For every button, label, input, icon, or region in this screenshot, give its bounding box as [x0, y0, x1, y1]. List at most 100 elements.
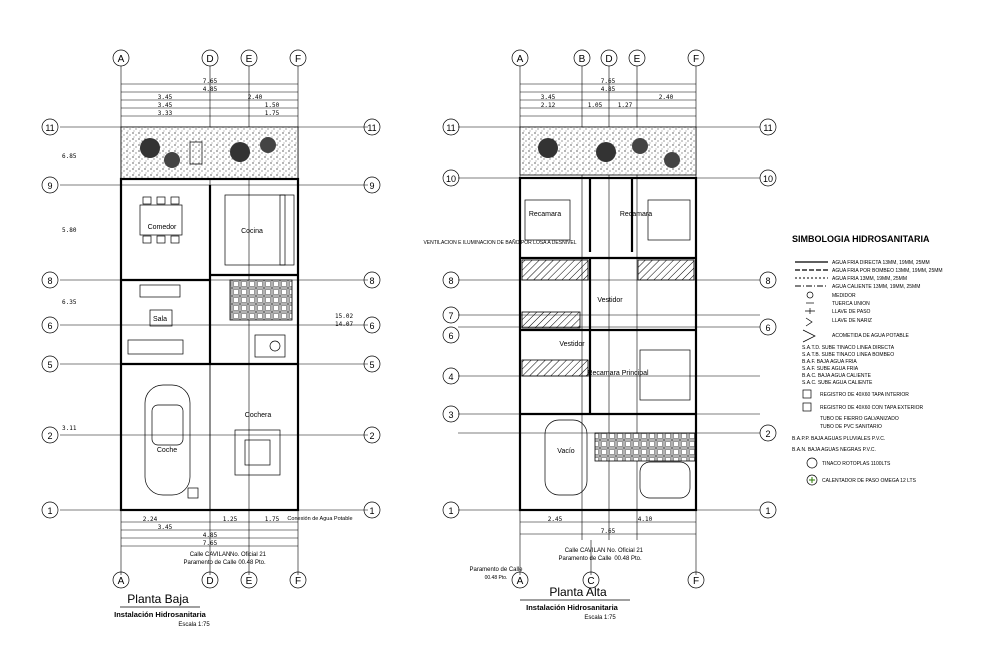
axis-bubble-b-top-r: B — [573, 49, 591, 67]
axis-bubble-3-l-r: 3 — [442, 405, 460, 423]
garage-fixture — [234, 429, 281, 476]
r-dim-bottom-2: 4.10 — [638, 516, 653, 523]
axis-bubble-10-l-r: 10 — [442, 169, 460, 187]
dim-top-total: 7.65 — [203, 78, 218, 85]
faucet-icon — [805, 317, 813, 327]
street-number: No. Oficial 21 — [230, 552, 267, 558]
room-label-cocina: Cocina — [241, 228, 263, 235]
bathroom-fixtures — [254, 334, 286, 358]
tinaco-icon — [806, 457, 818, 469]
shrub-3 — [230, 142, 250, 162]
legend-item: CALENTADOR DE PASO OMEGA 12 LTS — [822, 478, 917, 484]
axis-bubble-e-bottom: E — [240, 571, 258, 589]
r-sidewalk-level: 00.48 Pto. — [614, 556, 642, 562]
master-bed — [639, 349, 691, 401]
legend-item: TUERCA UNION — [832, 301, 870, 307]
axis-bubble-d-bottom: D — [201, 571, 219, 589]
svg-text:2: 2 — [369, 431, 374, 441]
registro-interior-icon — [802, 389, 812, 399]
svg-text:A: A — [517, 576, 524, 587]
legend-item: B.A.N. BAJA AGUAS NEGRAS P.V.C. — [792, 447, 876, 453]
hydro-legend: SIMBOLOGIA HIDROSANITARIA AGUA FRIA DIRE… — [792, 234, 943, 486]
room-label-comedor: Comedor — [148, 224, 177, 231]
kitchen-tile-area — [229, 279, 293, 321]
toilet-icon — [269, 340, 281, 352]
dim-top-3: 3.45 — [158, 94, 173, 101]
dim-top-7: 1.50 — [265, 102, 280, 109]
shrub-r2 — [596, 142, 616, 162]
chair — [170, 235, 180, 244]
svg-text:D: D — [206, 54, 213, 65]
hatch-zone-3 — [521, 311, 581, 329]
svg-text:A: A — [118, 576, 125, 587]
axis-bubble-6-left: 6 — [41, 316, 59, 334]
legend-item: REGISTRO DE 40X60 TAPA INTERIOR — [820, 392, 909, 398]
valve-icon — [805, 308, 815, 314]
kitchen-block — [224, 194, 286, 266]
axis-bubble-1-left: 1 — [41, 501, 59, 519]
svg-text:11: 11 — [367, 123, 376, 133]
dim-bottom-5: 4.85 — [203, 532, 218, 539]
room-label-recamara-principal: Recamara Principal — [587, 370, 649, 377]
hatch-zone-4 — [521, 359, 589, 377]
dim-bottom-2: 1.25 — [223, 516, 238, 523]
upper-car-2 — [639, 461, 691, 499]
svg-text:A: A — [118, 54, 125, 65]
dim-top-8: 1.75 — [265, 110, 280, 117]
sofa — [139, 284, 181, 298]
svg-text:1: 1 — [765, 506, 770, 516]
subtitle-right: Instalación Hidrosanitaria — [526, 603, 619, 612]
legend-item: AGUA FRIA POR BOMBEO 13MM, 19MM, 25MM — [832, 268, 943, 274]
right-plan: A B D E F A C F 11 10 8 7 6 4 3 1 11 10 … — [423, 49, 777, 621]
shrub-1 — [140, 138, 160, 158]
axis-bubble-9-left: 9 — [41, 176, 59, 194]
r-sidewalk-level-left: 00.48 Pto. — [485, 575, 508, 581]
legend-item: B.A.F. BAJA AGUA FRIA — [802, 359, 857, 365]
dim-right-2: 14.07 — [335, 321, 353, 328]
svg-text:F: F — [693, 576, 699, 587]
sofa-2 — [127, 339, 184, 355]
svg-text:E: E — [246, 54, 253, 65]
shrub-r3 — [632, 138, 648, 154]
axis-bubble-a-top: A — [112, 49, 130, 67]
scale-left: Escala 1:75 — [178, 622, 210, 628]
kitchen-counter — [279, 194, 295, 266]
axis-bubble-a-top-r: A — [511, 49, 529, 67]
svg-text:8: 8 — [47, 276, 52, 286]
dim-left-1: 6.85 — [62, 153, 77, 160]
axis-bubble-c-bottom-r: C — [582, 571, 600, 589]
water-connection-label: Conexión de Agua Potable — [287, 516, 352, 522]
axis-bubble-6-l-r: 6 — [442, 326, 460, 344]
bed-1 — [524, 199, 571, 241]
axis-bubble-5-left: 5 — [41, 355, 59, 373]
svg-text:B: B — [579, 54, 586, 65]
registro-icon — [187, 487, 199, 499]
dim-left-3: 6.35 — [62, 299, 77, 306]
legend-item: B.A.C. BAJA AGUA CALIENTE — [802, 373, 872, 379]
dim-bottom-3: 1.75 — [265, 516, 280, 523]
svg-text:6: 6 — [369, 321, 374, 331]
legend-item: LLAVE DE PASO — [832, 309, 871, 315]
title-planta-alta: Planta Alta — [549, 585, 607, 599]
legend-item: AGUA CALIENTE 13MM, 19MM, 25MM — [832, 284, 920, 290]
r-dim-top-6: 1.05 — [588, 102, 603, 109]
legend-item: LLAVE DE NARIZ — [832, 318, 872, 324]
scale-right: Escala 1:75 — [584, 615, 616, 621]
r-sidewalk-label: Paramento de Calle — [558, 556, 612, 562]
street-name: Calle CAVILAN — [190, 552, 231, 558]
svg-text:5: 5 — [47, 360, 52, 370]
room-label-vestidor-2: Vestidor — [559, 341, 585, 348]
car-outline — [144, 384, 191, 496]
room-label-vestidor: Vestidor — [597, 297, 623, 304]
r-dim-top-3: 3.45 — [541, 94, 556, 101]
r-dim-top-1: 7.65 — [601, 78, 616, 85]
subtitle-left: Instalación Hidrosanitaria — [114, 610, 207, 619]
bed-2 — [647, 199, 691, 241]
svg-text:A: A — [517, 54, 524, 65]
svg-text:E: E — [246, 576, 253, 587]
sidewalk-level: 00.48 Pto. — [238, 560, 266, 566]
dim-top-2: 4.85 — [203, 86, 218, 93]
svg-text:2: 2 — [47, 431, 52, 441]
r-dim-bottom-1: 2.45 — [548, 516, 563, 523]
axis-bubble-8-right: 8 — [363, 271, 381, 289]
